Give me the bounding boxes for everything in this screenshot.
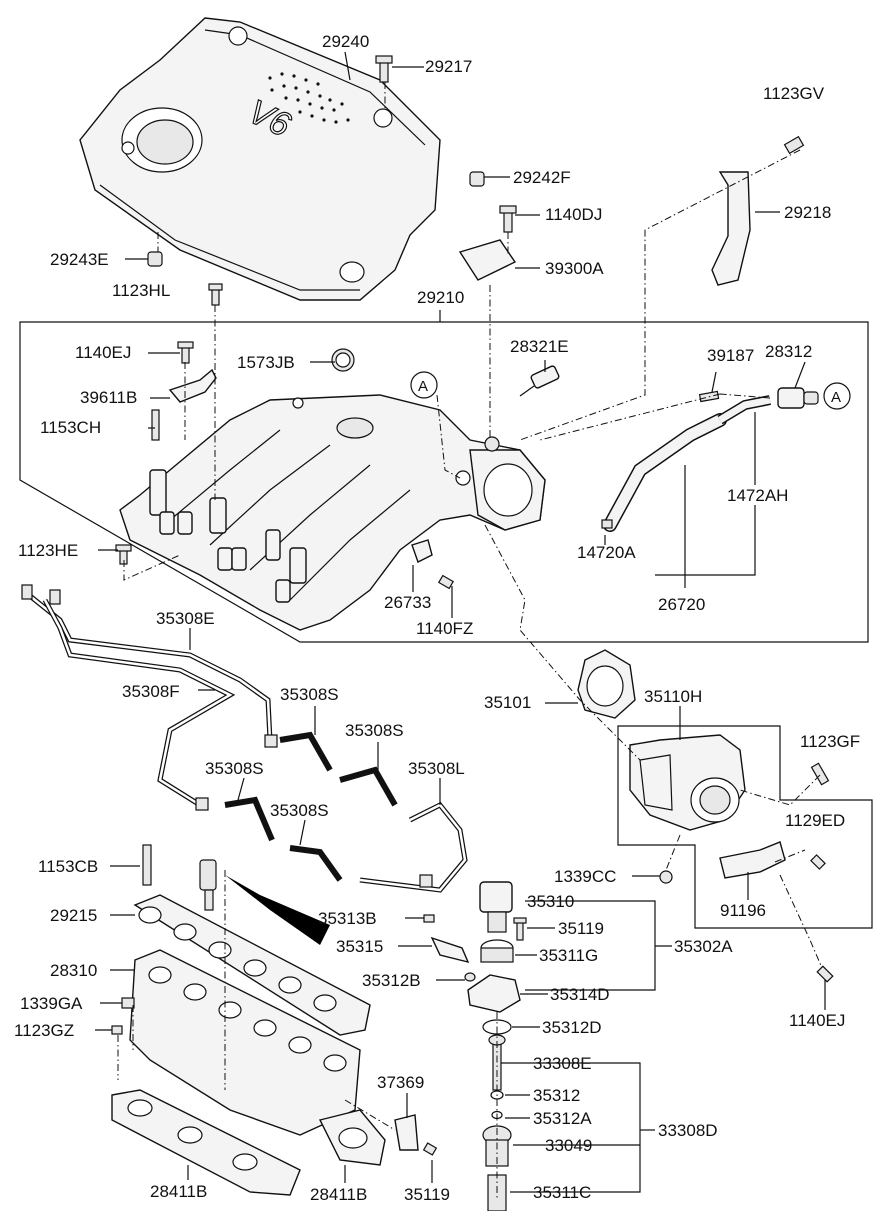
label-28411B-a: 28411B (150, 1182, 208, 1201)
label-1140EJ-b: 1140EJ (789, 1011, 846, 1030)
label-29218: 29218 (784, 203, 832, 222)
label-1339CC: 1339CC (554, 867, 617, 886)
label-33308E: 33308E (533, 1054, 592, 1073)
label-35308F: 35308F (122, 682, 180, 701)
label-35308S-4: 35308S (270, 801, 329, 820)
label-39300A: 39300A (545, 259, 604, 278)
label-37369: 37369 (377, 1073, 425, 1092)
label-14720A: 14720A (577, 543, 636, 562)
cover-small-parts (147, 55, 805, 306)
throttle-body-box (617, 725, 873, 929)
intake-manifold-29210 (115, 341, 819, 631)
label-35315: 35315 (336, 937, 384, 956)
label-1140DJ: 1140DJ (545, 205, 603, 224)
reference-marker-a-2: A (823, 382, 851, 410)
lower-intake-parts (111, 844, 438, 1196)
cover-vent-dots (268, 72, 350, 124)
label-39187: 39187 (707, 346, 755, 365)
label-35312A: 35312A (533, 1109, 592, 1128)
fuel-lines-35308 (21, 584, 468, 893)
label-29217: 29217 (425, 57, 473, 76)
label-35312: 35312 (533, 1086, 581, 1105)
gasket-35101 (577, 649, 636, 719)
label-35308S-3: 35308S (205, 759, 264, 778)
label-35308L: 35308L (408, 759, 465, 778)
label-1153CH: 1153CH (40, 418, 102, 437)
manifold-runners (149, 469, 307, 603)
label-91196: 91196 (720, 901, 767, 920)
label-1140FZ: 1140FZ (416, 619, 474, 638)
label-35308S-1: 35308S (280, 685, 339, 704)
injector-assembly-35302A (423, 881, 527, 1211)
label-35101: 35101 (484, 693, 532, 712)
label-35308S-2: 35308S (345, 721, 404, 740)
label-1123HE: 1123HE (18, 541, 79, 560)
label-26720: 26720 (658, 595, 706, 614)
label-28310: 28310 (50, 961, 98, 980)
label-1129ED: 1129ED (785, 811, 846, 830)
label-35119-a: 35119 (558, 919, 605, 938)
label-35302A: 35302A (674, 937, 733, 956)
label-26733: 26733 (384, 593, 432, 612)
label-35312B: 35312B (362, 971, 421, 990)
leader-lines (95, 51, 826, 1193)
label-29215: 29215 (50, 906, 98, 925)
label-33049: 33049 (545, 1136, 593, 1155)
label-35310: 35310 (527, 892, 575, 911)
label-39611B: 39611B (80, 388, 138, 407)
label-28411B-b: 28411B (310, 1185, 368, 1204)
label-1123HL: 1123HL (112, 281, 171, 300)
intake-manifold-box (19, 321, 869, 643)
label-28312: 28312 (765, 342, 813, 361)
label-35314D: 35314D (550, 985, 610, 1004)
label-35119-b: 35119 (404, 1185, 451, 1204)
label-1573JB: 1573JB (237, 353, 295, 372)
label-1472AH: 1472AH (727, 486, 789, 505)
label-35311G: 35311G (539, 946, 599, 965)
label-35110H: 35110H (644, 687, 703, 706)
label-35311C: 35311C (533, 1183, 592, 1202)
label-1123GZ: 1123GZ (14, 1021, 75, 1040)
label-28321E: 28321E (510, 337, 569, 356)
label-1153CB: 1153CB (38, 857, 99, 876)
label-29240: 29240 (322, 32, 370, 51)
label-1123GF: 1123GF (800, 732, 861, 751)
assembly-centerlines (117, 82, 823, 1200)
label-1123GV: 1123GV (763, 84, 825, 103)
label-29243E: 29243E (50, 250, 109, 269)
label-29210: 29210 (417, 288, 465, 307)
label-35312D: 35312D (542, 1018, 602, 1037)
label-1140EJ-a: 1140EJ (75, 343, 132, 362)
svg-text:A: A (418, 378, 428, 395)
throttle-body-35110H (629, 734, 830, 884)
label-35308E: 35308E (156, 609, 215, 628)
label-29242F: 29242F (513, 168, 571, 187)
svg-text:A: A (831, 389, 841, 406)
label-33308D: 33308D (658, 1121, 718, 1140)
engine-cover-29240: V6 (79, 17, 441, 301)
label-35313B: 35313B (318, 909, 377, 928)
reference-marker-a-1: A (410, 371, 438, 399)
label-1339GA: 1339GA (20, 994, 83, 1013)
